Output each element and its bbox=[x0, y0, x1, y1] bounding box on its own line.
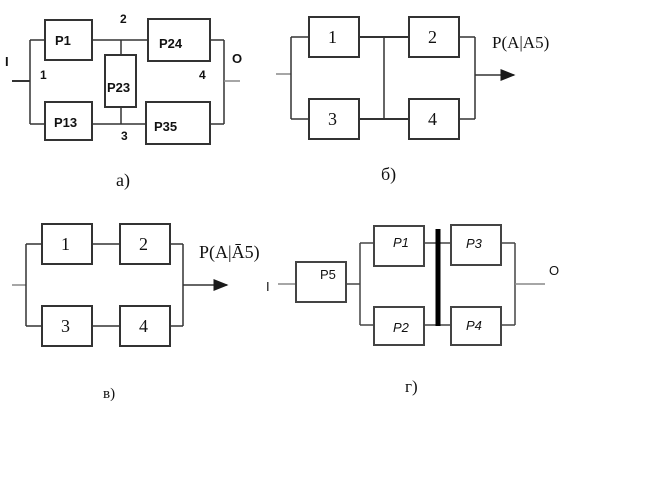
node-3: 3 bbox=[121, 129, 128, 143]
caption-v: в) bbox=[103, 386, 115, 402]
output-label-g: O bbox=[549, 263, 559, 278]
block-b3 bbox=[308, 98, 360, 140]
block-g-p2 bbox=[373, 306, 425, 346]
diagram-b bbox=[276, 16, 516, 140]
label-b4: 4 bbox=[428, 109, 437, 129]
input-label-a: I bbox=[5, 54, 9, 69]
label-b1: 1 bbox=[328, 27, 337, 47]
label-p24: P24 bbox=[159, 36, 183, 51]
block-g-p4 bbox=[450, 306, 502, 346]
block-b2 bbox=[408, 16, 460, 58]
label-b2: 2 bbox=[428, 27, 437, 47]
node-1: 1 bbox=[40, 68, 47, 82]
label-b3: 3 bbox=[328, 109, 337, 129]
block-g-p3 bbox=[450, 224, 502, 266]
diagram-a-text: P1 P24 P23 P13 P35 1 2 3 4 I O а) bbox=[5, 12, 242, 191]
diagram-v bbox=[12, 223, 229, 347]
diagram-g-text: P5 P1 P3 P2 P4 I O г) bbox=[266, 235, 559, 396]
diagram-g bbox=[278, 224, 545, 346]
block-b4 bbox=[408, 98, 460, 140]
diagram-a bbox=[12, 18, 240, 145]
label-g-p3: P3 bbox=[466, 236, 483, 251]
label-v2: 2 bbox=[139, 234, 148, 254]
caption-b: б) bbox=[381, 164, 396, 185]
label-v4: 4 bbox=[139, 316, 148, 336]
label-g-p5: P5 bbox=[320, 267, 336, 282]
block-v4 bbox=[119, 305, 171, 347]
output-text-b: P(A|A5) bbox=[492, 33, 549, 52]
output-text-v: P(A|Ā5) bbox=[199, 242, 260, 263]
label-g-p1: P1 bbox=[393, 235, 409, 250]
diagram-v-text: 1 2 3 4 P(A|Ā5) в) bbox=[61, 234, 260, 402]
label-p1: P1 bbox=[55, 33, 71, 48]
output-label-a: O bbox=[232, 51, 242, 66]
label-p23: P23 bbox=[107, 80, 130, 95]
input-label-g: I bbox=[266, 279, 270, 294]
diagram-b-text: 1 2 3 4 P(A|A5) б) bbox=[328, 27, 549, 185]
block-g-p1 bbox=[373, 225, 425, 267]
label-p35: P35 bbox=[154, 119, 177, 134]
label-v1: 1 bbox=[61, 234, 70, 254]
block-v1 bbox=[41, 223, 93, 265]
block-p13 bbox=[44, 101, 93, 141]
caption-g: г) bbox=[405, 377, 418, 396]
label-g-p2: P2 bbox=[393, 320, 410, 335]
block-v3 bbox=[41, 305, 93, 347]
block-v2 bbox=[119, 223, 171, 265]
block-p23 bbox=[104, 54, 137, 108]
label-v3: 3 bbox=[61, 316, 70, 336]
block-p35 bbox=[145, 101, 211, 145]
label-g-p4: P4 bbox=[466, 318, 482, 333]
caption-a: а) bbox=[116, 170, 130, 191]
block-g-p5 bbox=[295, 261, 347, 303]
block-p1 bbox=[44, 19, 93, 61]
node-4: 4 bbox=[199, 68, 206, 82]
label-p13: P13 bbox=[54, 115, 77, 130]
block-b1 bbox=[308, 16, 360, 58]
node-2: 2 bbox=[120, 12, 127, 26]
block-p24 bbox=[147, 18, 211, 62]
